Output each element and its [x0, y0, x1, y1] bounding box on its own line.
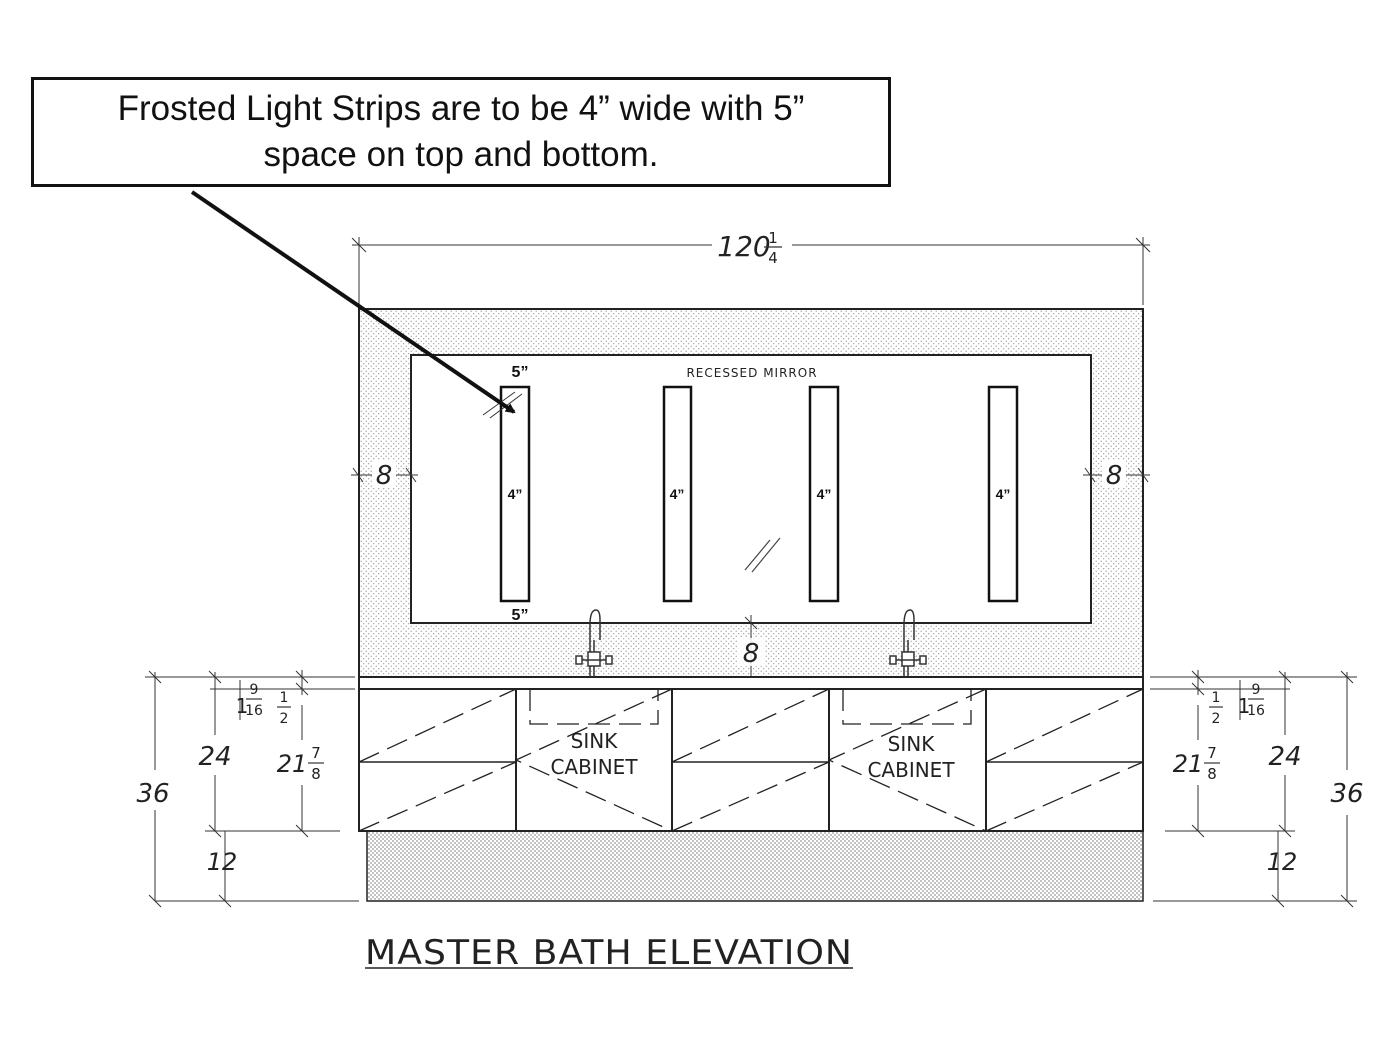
- sink-cabinet-label-2-line-2: CABINET: [867, 758, 955, 782]
- left-countertop-den: 16: [245, 703, 263, 719]
- overall-width-dim: 120 1 4: [351, 229, 1151, 305]
- right-countertop-den: 16: [1247, 703, 1265, 719]
- light-strip-4: 4”: [987, 385, 1019, 603]
- drawing-title: MASTER BATH ELEVATION: [365, 933, 853, 973]
- right-countertop-dim: 1 9 16: [1238, 682, 1265, 719]
- light-strip-1: 4”: [499, 385, 531, 603]
- left-cabinet-body-num: 7: [311, 744, 321, 762]
- overall-width-num: 1: [768, 229, 778, 247]
- right-toe-kick: 12: [1267, 848, 1298, 876]
- left-top-reveal-dim: 1 2: [277, 690, 291, 727]
- left-toe-kick: 12: [207, 848, 238, 876]
- overall-width-whole: 120: [717, 230, 770, 263]
- right-cabinet-body-den: 8: [1207, 765, 1217, 783]
- sink-cabinet-label-2-line-1: SINK: [888, 732, 936, 756]
- sink-cabinet-label-1-line-2: CABINET: [550, 755, 638, 779]
- mirror-label: RECESSED MIRROR: [686, 366, 817, 380]
- right-countertop-num: 9: [1252, 682, 1261, 698]
- faucet-right: [889, 609, 927, 677]
- left-cabinet-body-whole: 21: [277, 750, 308, 778]
- left-top-reveal-den: 2: [280, 711, 289, 727]
- left-total-height: 36: [136, 779, 169, 809]
- strip-width-label: 4”: [670, 486, 685, 502]
- left-cabinet-body-den: 8: [311, 765, 321, 783]
- callout-leader-arrow: [190, 190, 516, 414]
- strip-gap-bottom-label: 5”: [512, 607, 529, 624]
- callout-note-text: Frosted Light Strips are to be 4” wide w…: [117, 89, 805, 174]
- strip-width-label: 4”: [508, 486, 523, 502]
- sink-cabinet-label-1-line-1: SINK: [571, 729, 619, 753]
- faucet-left: [575, 609, 613, 677]
- mirror-bottom-dim: 8: [737, 615, 765, 691]
- left-vanity-height: 24: [198, 742, 231, 772]
- mirror-side-dim-left-value: 8: [376, 461, 393, 491]
- overall-width-den: 4: [768, 249, 778, 267]
- left-countertop-dim: 1 9 16: [236, 682, 263, 719]
- left-cabinet-body-dim: 21 7 8: [277, 744, 324, 783]
- toe-kick: [366, 830, 1144, 902]
- light-strip-2: 4”: [662, 385, 693, 603]
- right-vanity-height: 24: [1268, 742, 1301, 772]
- left-top-reveal-num: 1: [280, 690, 289, 706]
- mirror-side-dim-right-value: 8: [1106, 461, 1123, 491]
- height-dims-right: [1150, 670, 1357, 908]
- callout-note-box: Frosted Light Strips are to be 4” wide w…: [31, 77, 891, 187]
- countertop: [358, 676, 1144, 690]
- right-total-height: 36: [1330, 779, 1363, 809]
- mirror-side-dim-left: 8: [351, 460, 418, 491]
- right-cabinet-body-dim: 21 7 8: [1173, 744, 1220, 783]
- strip-width-label: 4”: [817, 486, 832, 502]
- right-top-reveal-num: 1: [1212, 690, 1221, 706]
- right-cabinet-body-whole: 21: [1173, 750, 1204, 778]
- light-strip-3: 4”: [808, 385, 840, 603]
- mirror-side-dim-right: 8: [1083, 460, 1150, 491]
- right-cabinet-body-num: 7: [1207, 744, 1217, 762]
- height-dims-left: [145, 670, 355, 908]
- right-top-reveal-den: 2: [1212, 711, 1221, 727]
- right-top-reveal-dim: 1 2: [1209, 690, 1223, 727]
- mirror-bottom-dim-value: 8: [743, 639, 760, 669]
- left-countertop-whole: 1: [236, 694, 249, 718]
- strip-gap-top-label: 5”: [512, 364, 529, 381]
- strip-width-label: 4”: [996, 486, 1011, 502]
- vanity-cabinets: [358, 688, 1144, 832]
- right-countertop-whole: 1: [1238, 694, 1251, 718]
- left-countertop-num: 9: [250, 682, 259, 698]
